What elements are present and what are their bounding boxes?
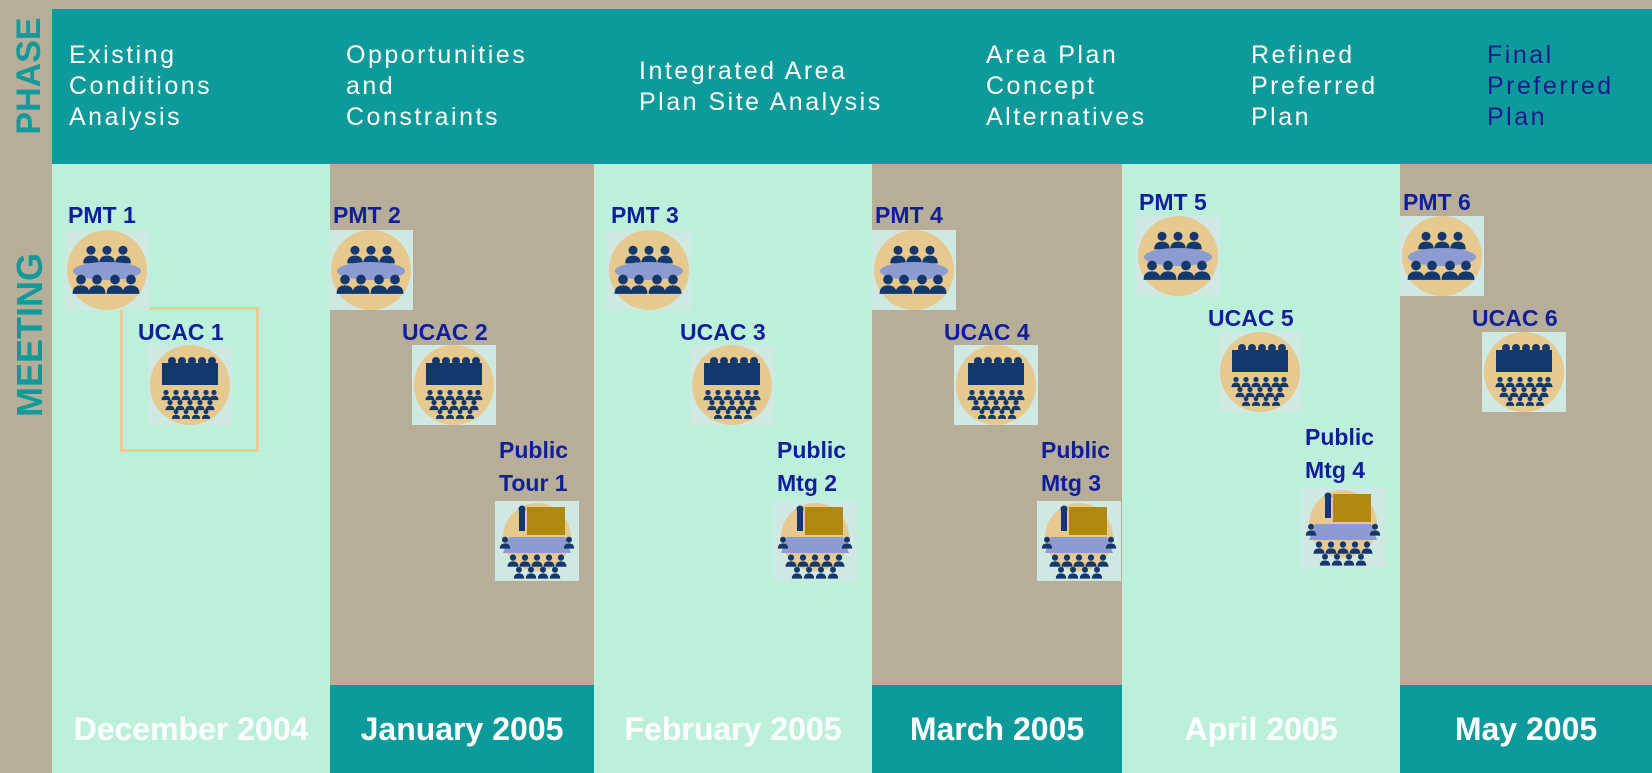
small-meeting-table-icon <box>329 230 413 310</box>
phase-2-label: Opportunities and Constraints <box>346 41 528 131</box>
pmt-2-label: PMT 2 <box>333 202 401 228</box>
phase-6-label: Final Preferred Plan <box>1487 41 1614 131</box>
public-presentation-icon <box>1037 501 1121 581</box>
month-may-2005: May 2005 <box>1400 685 1652 773</box>
phase-1-label: Existing Conditions Analysis <box>69 41 213 131</box>
pmt-3-label: PMT 3 <box>611 202 679 228</box>
ucac-2-label: UCAC 2 <box>402 319 488 345</box>
month-april-2005: April 2005 <box>1184 710 1338 747</box>
small-meeting-table-icon <box>1136 216 1220 296</box>
ucac-4-label: UCAC 4 <box>944 319 1030 345</box>
public-tour-1-label: Public Tour 1 <box>499 437 569 496</box>
public-presentation-icon <box>495 501 579 581</box>
committee-audience-icon <box>1482 332 1566 412</box>
ucac-3-label: UCAC 3 <box>680 319 766 345</box>
month-march-2005: March 2005 <box>872 685 1122 773</box>
public-presentation-icon <box>773 501 857 581</box>
public-presentation-icon <box>1301 488 1385 568</box>
month-december-2004: December 2004 <box>73 710 309 747</box>
public-mtg-2-label: Public Mtg 2 <box>777 437 847 496</box>
pmt-4-label: PMT 4 <box>875 202 943 228</box>
ucac-6-label: UCAC 6 <box>1472 305 1558 331</box>
pmt-6-label: PMT 6 <box>1403 189 1471 215</box>
pmt-5-label: PMT 5 <box>1139 189 1207 215</box>
committee-audience-icon <box>412 345 496 425</box>
committee-audience-icon <box>954 345 1038 425</box>
phase-4-label: Area Plan Concept Alternatives <box>986 41 1147 131</box>
small-meeting-table-icon <box>607 230 691 310</box>
phase-3-label: Integrated Area Plan Site Analysis <box>639 57 883 116</box>
phase-axis-label: PHASE <box>10 17 48 135</box>
pmt-1-label: PMT 1 <box>68 202 136 228</box>
small-meeting-table-icon <box>65 230 149 310</box>
phase-5-label: Refined Preferred Plan <box>1251 41 1378 131</box>
committee-audience-icon <box>690 345 774 425</box>
phase-band <box>52 9 1652 164</box>
public-mtg-4-label: Public Mtg 4 <box>1305 424 1375 483</box>
small-meeting-table-icon <box>1400 216 1484 296</box>
ucac-1-highlight-box <box>120 307 259 452</box>
public-mtg-3-label: Public Mtg 3 <box>1041 437 1111 496</box>
ucac-5-label: UCAC 5 <box>1208 305 1294 331</box>
ucac-1-label: UCAC 1 <box>138 319 224 345</box>
committee-audience-icon <box>1218 332 1302 412</box>
month-january-2005: January 2005 <box>330 685 594 773</box>
small-meeting-table-icon <box>872 230 956 310</box>
meetings-axis-label: MEETING <box>9 253 50 418</box>
committee-audience-icon <box>148 345 232 425</box>
month-february-2005: February 2005 <box>624 710 842 747</box>
